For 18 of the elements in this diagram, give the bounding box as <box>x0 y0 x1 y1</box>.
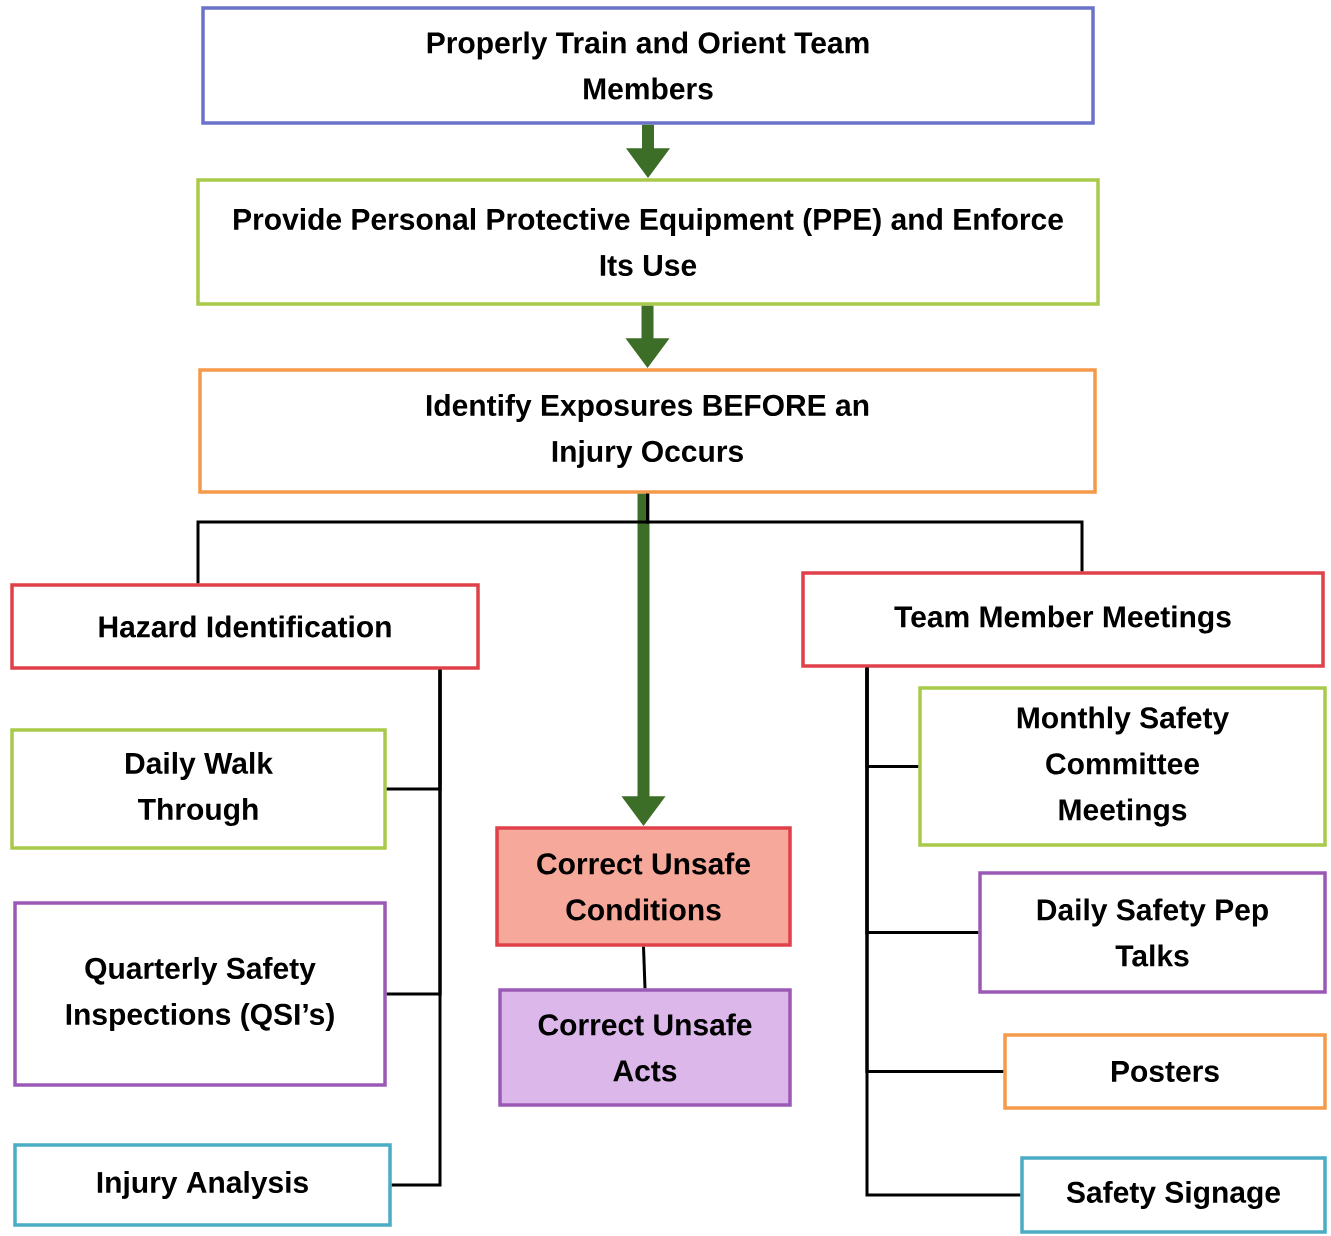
process-box: Monthly Safety Committee Meetings <box>918 686 1327 847</box>
process-box: Correct Unsafe Acts <box>498 988 792 1107</box>
connector-line <box>642 946 647 989</box>
process-box: Identify Exposures BEFORE an Injury Occurs <box>198 368 1097 494</box>
process-box: Team Member Meetings <box>801 571 1325 668</box>
process-box: Provide Personal Protective Equipment (PPE) and Enforce Its Use <box>196 178 1100 306</box>
process-box: Properly Train and Orient Team Members <box>201 6 1095 125</box>
connector-line <box>865 667 1021 1197</box>
process-box: Quarterly Safety Inspections (QSI’s) <box>13 901 387 1087</box>
process-box: Hazard Identification <box>10 583 480 670</box>
process-box: Daily Walk Through <box>10 728 387 850</box>
process-box: Correct Unsafe Conditions <box>495 826 792 947</box>
process-box: Safety Signage <box>1020 1156 1327 1234</box>
process-box: Injury Analysis <box>13 1143 392 1227</box>
connector-line <box>646 493 1084 572</box>
process-box: Posters <box>1003 1033 1327 1110</box>
connector-line <box>391 669 442 1187</box>
process-box: Daily Safety Pep Talks <box>978 871 1327 994</box>
